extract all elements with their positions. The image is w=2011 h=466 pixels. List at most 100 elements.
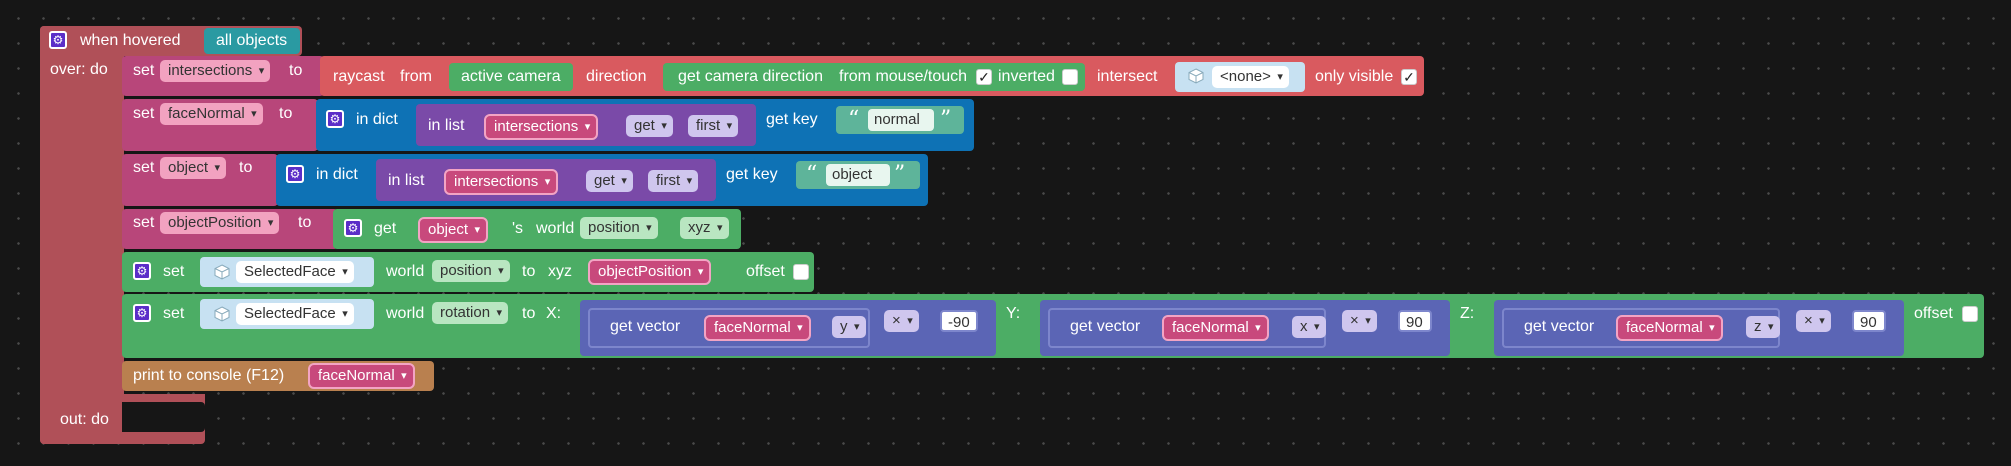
close-quote-icon: ”	[940, 107, 952, 132]
to-label: to	[522, 305, 536, 322]
set-label: set	[133, 214, 155, 231]
cube-icon	[214, 306, 230, 322]
y-value-field[interactable]: 90	[1398, 310, 1432, 332]
in-dict-label: in dict	[356, 111, 398, 128]
gear-icon[interactable]: ⚙	[49, 31, 67, 49]
get-label: get	[374, 220, 397, 237]
first-where-dropdown[interactable]: first	[648, 170, 699, 192]
set-label: set	[133, 105, 155, 122]
inverted-label: inverted	[998, 68, 1055, 85]
raycast-label: raycast	[333, 68, 385, 85]
open-quote-icon: “	[848, 107, 860, 132]
x-facenormal-dropdown[interactable]: faceNormal	[704, 315, 811, 341]
objectposition-ref-dropdown[interactable]: objectPosition	[588, 259, 712, 285]
get-key-label: get key	[766, 111, 818, 128]
inverted-checkbox[interactable]	[1062, 69, 1078, 85]
y-label: Y:	[1006, 305, 1021, 322]
from-mouse-checkbox[interactable]: ✓	[976, 69, 992, 85]
facenormal-var-dropdown[interactable]: faceNormal	[160, 103, 263, 125]
position-property-dropdown[interactable]: position	[432, 260, 510, 282]
open-quote-icon: “	[806, 162, 818, 187]
object-ref-dropdown[interactable]: object	[418, 217, 489, 243]
active-camera-label: active camera	[461, 68, 561, 85]
direction-label: direction	[586, 68, 647, 85]
get-key-label: get key	[726, 166, 778, 183]
get-vector-label: get vector	[1070, 318, 1141, 335]
set-label: set	[133, 62, 155, 79]
to-label: to	[289, 62, 303, 79]
intersections-list-dropdown[interactable]: intersections	[444, 169, 559, 195]
get-mode-dropdown[interactable]: get	[586, 170, 633, 192]
close-quote-icon: ”	[894, 162, 906, 187]
z-label: Z:	[1460, 305, 1475, 322]
x-value-field[interactable]: -90	[940, 310, 978, 332]
cube-icon	[1188, 68, 1204, 84]
gear-icon[interactable]: ⚙	[286, 165, 304, 183]
rotation-property-dropdown[interactable]: rotation	[432, 302, 509, 324]
gear-icon[interactable]: ⚙	[326, 110, 344, 128]
from-label: from	[400, 68, 432, 85]
y-operator-dropdown[interactable]: ×	[1342, 310, 1377, 332]
possessive-label: 's	[512, 220, 524, 237]
active-camera-block[interactable]	[449, 63, 573, 91]
only-visible-checkbox[interactable]: ✓	[1401, 69, 1417, 85]
in-list-label: in list	[388, 172, 425, 189]
out-do-slot	[122, 402, 205, 432]
offset-label: offset	[746, 263, 785, 280]
z-facenormal-dropdown[interactable]: faceNormal	[1616, 315, 1723, 341]
offset-label: offset	[1914, 305, 1953, 322]
gear-icon[interactable]: ⚙	[133, 262, 151, 280]
x-operator-dropdown[interactable]: ×	[884, 310, 919, 332]
get-mode-dropdown[interactable]: get	[626, 115, 673, 137]
print-facenormal-dropdown[interactable]: faceNormal	[308, 363, 415, 389]
z-operator-dropdown[interactable]: ×	[1796, 310, 1831, 332]
world-label: world	[386, 263, 425, 280]
in-dict-label: in dict	[316, 166, 358, 183]
get-vector-label: get vector	[610, 318, 681, 335]
object-var-dropdown[interactable]: object	[160, 157, 227, 179]
over-do-label: over: do	[50, 61, 108, 78]
y-facenormal-dropdown[interactable]: faceNormal	[1162, 315, 1269, 341]
x-component-dropdown[interactable]: y	[832, 316, 866, 338]
get-object-position-block[interactable]	[333, 209, 741, 249]
xyz-dropdown[interactable]: xyz	[680, 217, 729, 239]
only-visible-label: only visible	[1315, 68, 1394, 85]
from-mouse-label: from mouse/touch	[839, 68, 968, 85]
offset-checkbox[interactable]	[1962, 306, 1978, 322]
cube-icon	[214, 264, 230, 280]
selectedface-dropdown[interactable]: SelectedFace	[236, 261, 354, 283]
normal-text-field[interactable]: normal	[868, 109, 934, 131]
x-label: X:	[546, 305, 562, 322]
to-label: to	[522, 263, 536, 280]
position-property-dropdown[interactable]: position	[580, 217, 658, 239]
intersect-label: intersect	[1097, 68, 1158, 85]
z-value-field[interactable]: 90	[1852, 310, 1886, 332]
world-label: world	[536, 220, 575, 237]
selectedface-dropdown[interactable]: SelectedFace	[236, 303, 354, 325]
gear-icon[interactable]: ⚙	[344, 219, 362, 237]
first-where-dropdown[interactable]: first	[688, 115, 739, 137]
xyz-label: xyz	[548, 263, 572, 280]
get-camera-direction-block[interactable]	[663, 63, 1085, 91]
all-objects-label: all objects	[216, 32, 288, 49]
get-vector-label: get vector	[1524, 318, 1595, 335]
to-label: to	[239, 159, 253, 176]
in-list-label: in list	[428, 117, 465, 134]
objectposition-var-dropdown[interactable]: objectPosition	[160, 212, 280, 234]
intersect-none-dropdown[interactable]: <none>	[1212, 66, 1289, 88]
z-component-dropdown[interactable]: z	[1746, 316, 1780, 338]
to-label: to	[279, 105, 293, 122]
y-component-dropdown[interactable]: x	[1292, 316, 1326, 338]
offset-checkbox[interactable]	[793, 264, 809, 280]
object-text-field[interactable]: object	[826, 164, 890, 186]
set-label: set	[163, 263, 185, 280]
get-camera-direction-label: get camera direction	[678, 68, 823, 85]
print-console-label: print to console (F12)	[133, 367, 285, 384]
when-hovered-label: when hovered	[80, 32, 181, 49]
set-label: set	[133, 159, 155, 176]
intersections-var-dropdown[interactable]: intersections	[160, 60, 271, 82]
all-objects-block[interactable]	[204, 28, 300, 54]
set-label: set	[163, 305, 185, 322]
gear-icon[interactable]: ⚙	[133, 304, 151, 322]
intersections-list-dropdown[interactable]: intersections	[484, 114, 599, 140]
